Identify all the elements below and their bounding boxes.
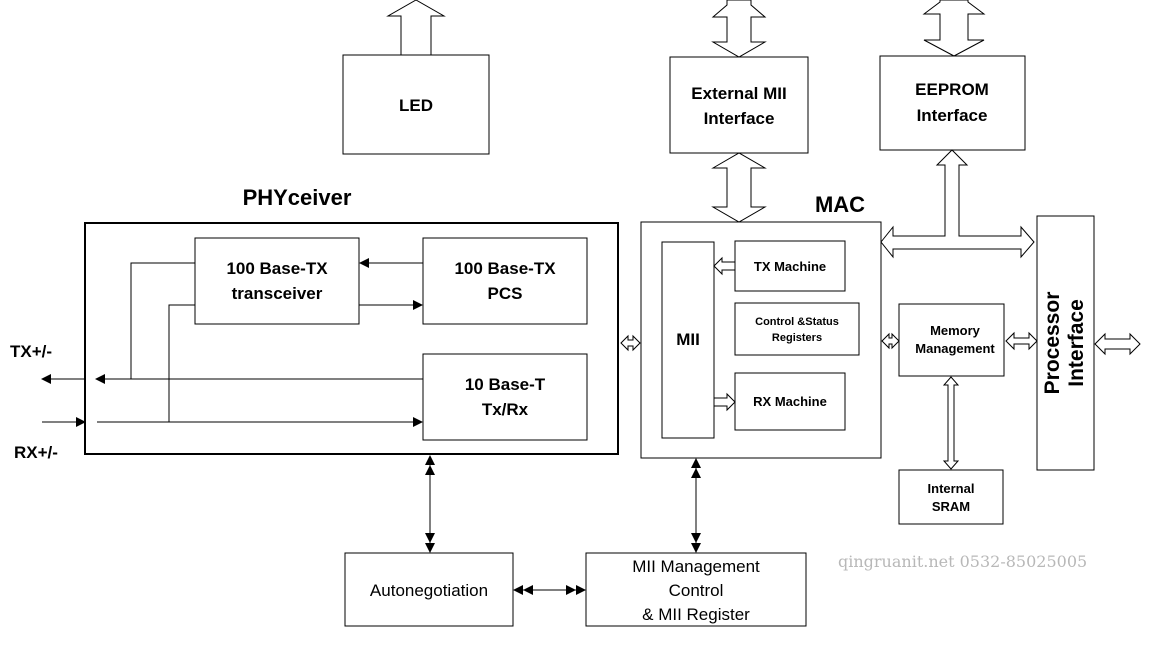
processor-interface-label-line2: Interface bbox=[1065, 299, 1088, 387]
base10-label-line2: Tx/Rx bbox=[482, 400, 529, 419]
rx-machine-block: RX Machine bbox=[734, 372, 846, 431]
base10-label-line1: 10 Base-T bbox=[465, 375, 546, 394]
memory-processor-link-arrow bbox=[1005, 331, 1038, 351]
tx100-pcs-block: 100 Base-TX PCS bbox=[422, 237, 588, 325]
phyceiver-title: PHYceiver bbox=[243, 185, 352, 210]
eeprom-label-line2: Interface bbox=[917, 106, 988, 125]
watermark-text: qingruanit.net 0532-85025005 bbox=[838, 552, 1087, 571]
mii-mgmt-label-line3: & MII Register bbox=[642, 605, 750, 624]
processor-external-arrow bbox=[1094, 332, 1141, 356]
tx-machine-block: TX Machine bbox=[734, 240, 846, 292]
phy-mac-link-arrow bbox=[620, 334, 641, 352]
mii-to-mac-arrow bbox=[711, 152, 767, 223]
led-block: LED bbox=[342, 54, 490, 155]
eeprom-top-arrow bbox=[922, 0, 986, 57]
tx-machine-label: TX Machine bbox=[754, 259, 826, 274]
transceiver-tx-wire bbox=[130, 262, 195, 379]
autonegotiation-label: Autonegotiation bbox=[370, 581, 488, 600]
tx100-pcs-label-line1: 100 Base-TX bbox=[454, 259, 556, 278]
csr-label-line1: Control &Status bbox=[755, 316, 839, 328]
external-mii-label-line1: External MII bbox=[691, 84, 786, 103]
external-mii-label-line2: Interface bbox=[704, 109, 775, 128]
tx100-transceiver-label-line2: transceiver bbox=[232, 284, 323, 303]
csr-label-line2: Registers bbox=[772, 332, 822, 344]
external-mii-top-arrow bbox=[711, 0, 767, 58]
mii-block: MII bbox=[661, 241, 715, 439]
tx-to-mii-arrow bbox=[713, 256, 736, 276]
processor-interface-block: Processor Interface bbox=[1036, 215, 1095, 471]
mii-label: MII bbox=[676, 330, 700, 349]
mii-to-rx-arrow bbox=[713, 392, 736, 412]
internal-sram-block: Internal SRAM bbox=[898, 469, 1004, 525]
mii-mgmt-label-line2: Control bbox=[669, 581, 724, 600]
internal-sram-label-line1: Internal bbox=[928, 481, 975, 496]
memory-mgmt-label-line1: Memory bbox=[930, 323, 981, 338]
rx-signal-label: RX+/- bbox=[14, 443, 58, 462]
internal-sram-label-line2: SRAM bbox=[932, 499, 970, 514]
tx100-transceiver-label-line1: 100 Base-TX bbox=[226, 259, 328, 278]
internal-bus-arrow bbox=[880, 149, 1035, 259]
memory-management-block: Memory Management bbox=[898, 303, 1005, 377]
mii-mgmt-label-line1: MII Management bbox=[632, 557, 760, 576]
eeprom-interface-block: EEPROM Interface bbox=[879, 55, 1026, 151]
led-up-arrow bbox=[386, 0, 446, 56]
autonegotiation-block: Autonegotiation bbox=[344, 552, 514, 627]
csr-block: Control &Status Registers bbox=[734, 302, 860, 356]
tx100-transceiver-block: 100 Base-TX transceiver bbox=[194, 237, 360, 325]
transceiver-rx-wire bbox=[168, 304, 195, 422]
eeprom-label-line1: EEPROM bbox=[915, 80, 989, 99]
memory-mgmt-label-line2: Management bbox=[915, 341, 995, 356]
external-mii-interface-block: External MII Interface bbox=[669, 56, 809, 154]
rx-machine-label: RX Machine bbox=[753, 394, 827, 409]
base10-block: 10 Base-T Tx/Rx bbox=[422, 353, 588, 441]
tx100-pcs-label-line2: PCS bbox=[488, 284, 523, 303]
led-label: LED bbox=[399, 96, 433, 115]
mii-management-block: MII Management Control & MII Register bbox=[585, 552, 807, 627]
mac-memory-link-arrow bbox=[881, 332, 900, 350]
memory-sram-link-arrow bbox=[942, 376, 960, 470]
tx-signal-label: TX+/- bbox=[10, 342, 52, 361]
mac-title: MAC bbox=[815, 192, 865, 217]
processor-interface-label-line1: Processor bbox=[1041, 292, 1064, 395]
